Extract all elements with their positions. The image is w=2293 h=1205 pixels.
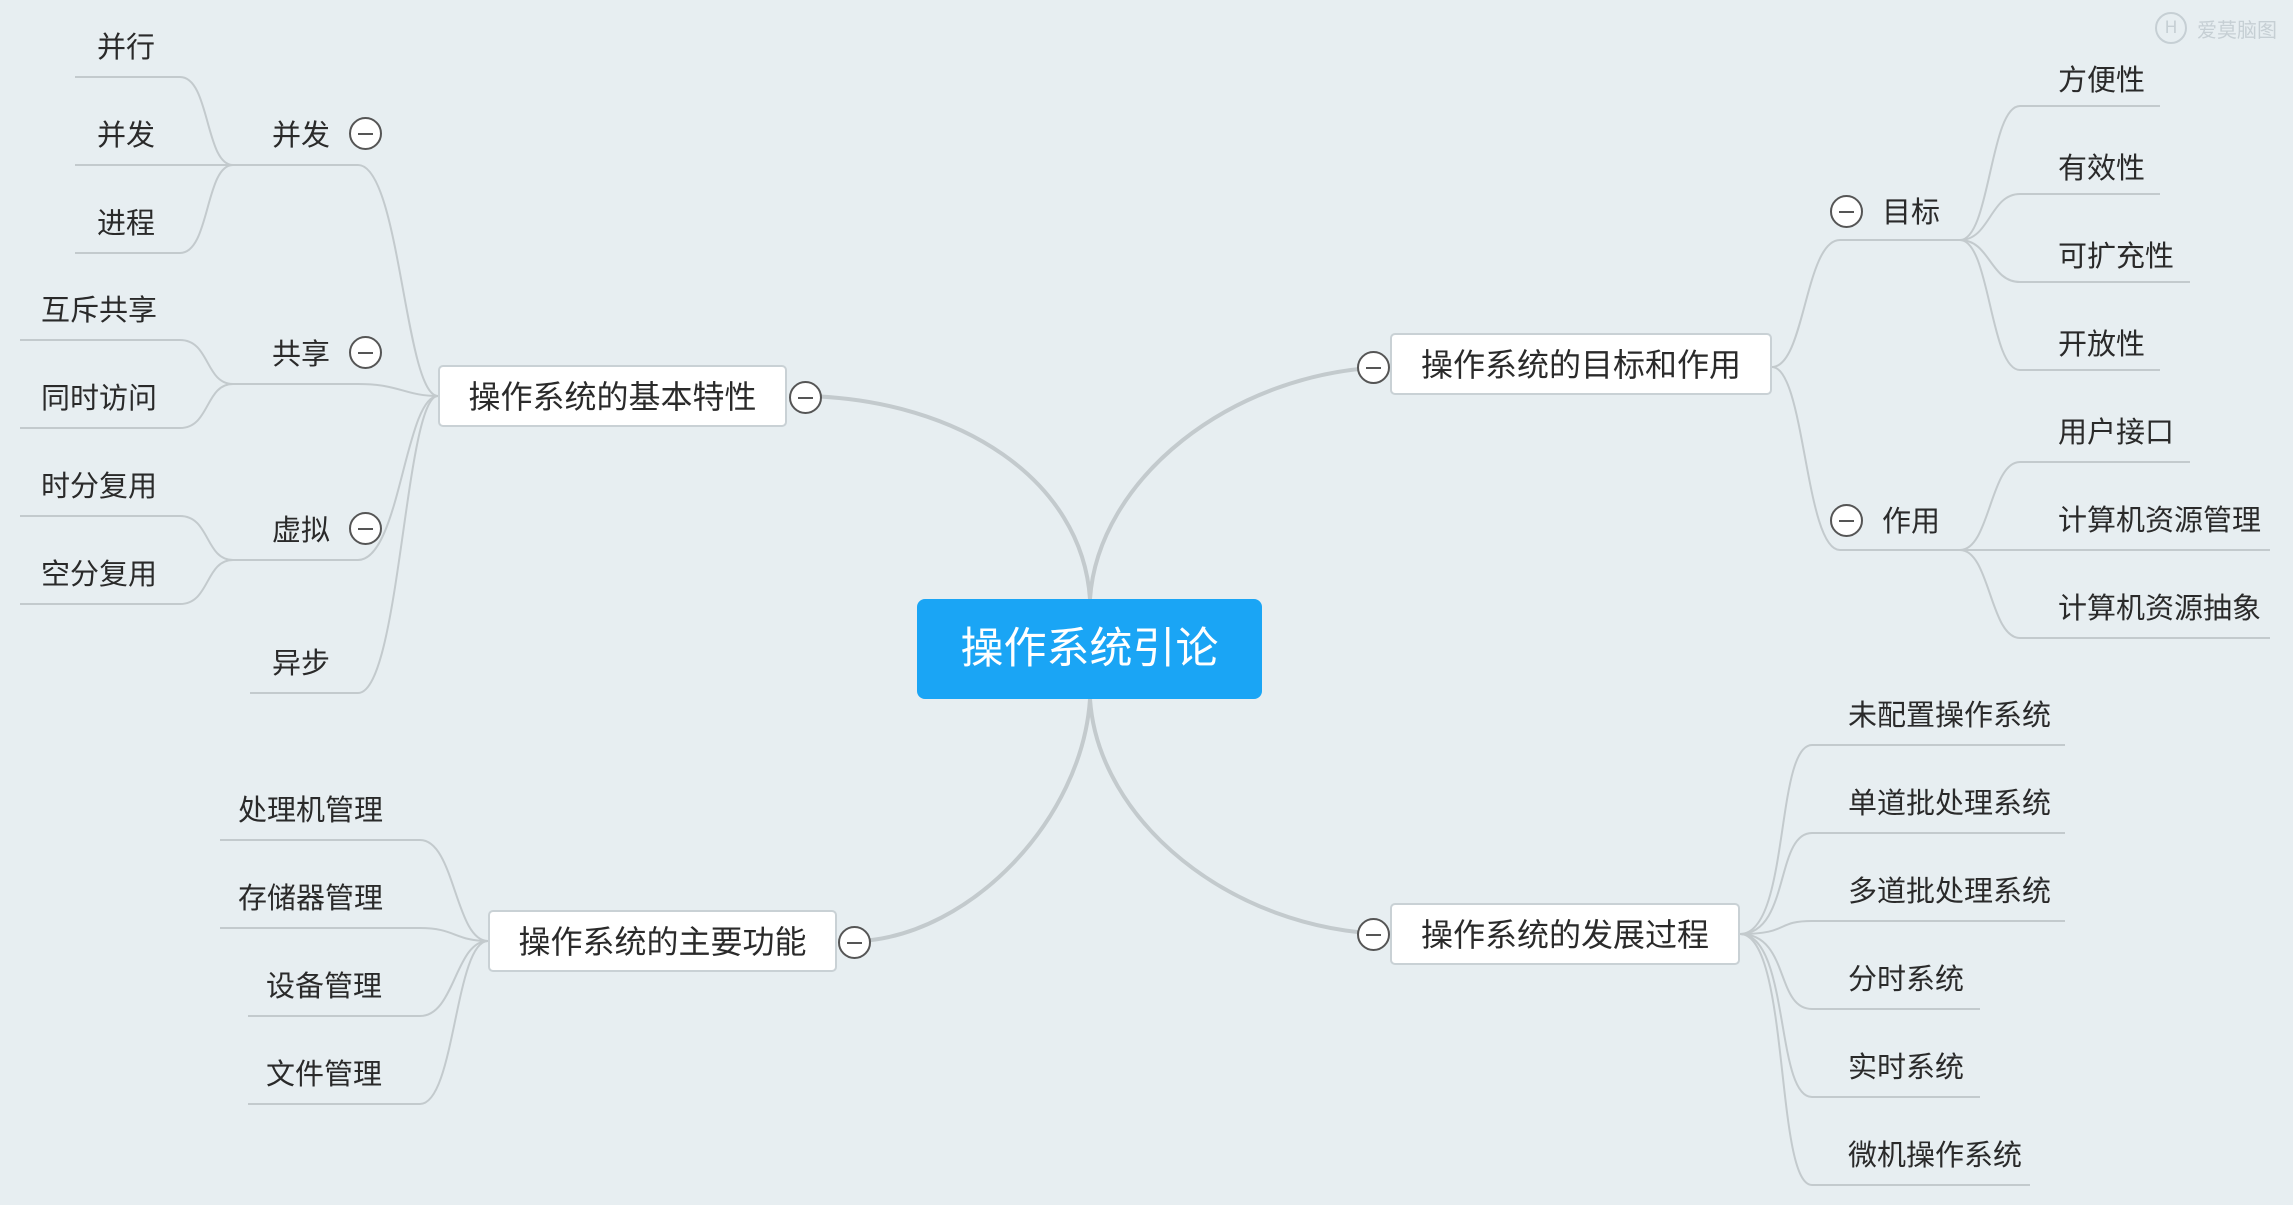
leaf-effectiveness[interactable]: 有效性: [2058, 151, 2146, 185]
collapse-toggle-sharing[interactable]: [349, 336, 382, 369]
subtopic-goals[interactable]: 目标: [1882, 195, 1941, 229]
leaf-processor-management[interactable]: 处理机管理: [238, 793, 384, 827]
leaf-user-interface[interactable]: 用户接口: [2058, 415, 2175, 449]
leaf-concurrent[interactable]: 并发: [97, 118, 156, 152]
collapse-toggle-roles[interactable]: [1830, 504, 1863, 537]
root-topic[interactable]: 操作系统引论: [917, 599, 1262, 699]
collapse-toggle-goals[interactable]: [1830, 195, 1863, 228]
collapse-toggle-basic-features[interactable]: [789, 381, 822, 414]
leaf-real-time[interactable]: 实时系统: [1848, 1050, 1965, 1084]
branch-development-history[interactable]: 操作系统的发展过程: [1390, 903, 1740, 965]
branch-basic-features[interactable]: 操作系统的基本特性: [438, 365, 787, 427]
leaf-convenience[interactable]: 方便性: [2058, 63, 2146, 97]
leaf-space-division[interactable]: 空分复用: [41, 557, 158, 591]
subtopic-virtual[interactable]: 虚拟: [272, 513, 331, 547]
subtopic-concurrency[interactable]: 并发: [272, 118, 331, 152]
subtopic-async[interactable]: 异步: [272, 646, 331, 680]
leaf-process[interactable]: 进程: [97, 206, 156, 240]
leaf-no-os[interactable]: 未配置操作系统: [1848, 698, 2052, 732]
branch-main-functions[interactable]: 操作系统的主要功能: [488, 910, 837, 972]
leaf-multi-batch[interactable]: 多道批处理系统: [1848, 874, 2052, 908]
watermark-logo-icon: H: [2155, 12, 2187, 44]
leaf-file-management[interactable]: 文件管理: [266, 1057, 383, 1091]
branch-goals-roles[interactable]: 操作系统的目标和作用: [1390, 333, 1772, 395]
leaf-memory-management[interactable]: 存储器管理: [238, 881, 384, 915]
leaf-device-management[interactable]: 设备管理: [266, 969, 383, 1003]
leaf-microcomputer-os[interactable]: 微机操作系统: [1848, 1138, 2023, 1172]
leaf-extensibility[interactable]: 可扩充性: [2058, 239, 2175, 273]
leaf-time-sharing[interactable]: 分时系统: [1848, 962, 1965, 996]
collapse-toggle-virtual[interactable]: [349, 512, 382, 545]
leaf-time-division[interactable]: 时分复用: [41, 469, 158, 503]
subtopic-roles[interactable]: 作用: [1882, 504, 1941, 538]
leaf-openness[interactable]: 开放性: [2058, 327, 2146, 361]
leaf-resource-management[interactable]: 计算机资源管理: [2058, 503, 2262, 537]
leaf-resource-abstraction[interactable]: 计算机资源抽象: [2058, 591, 2262, 625]
leaf-parallel[interactable]: 并行: [97, 30, 156, 64]
collapse-toggle-concurrency[interactable]: [349, 117, 382, 150]
leaf-simultaneous-access[interactable]: 同时访问: [41, 381, 158, 415]
leaf-single-batch[interactable]: 单道批处理系统: [1848, 786, 2052, 820]
collapse-toggle-goals-roles[interactable]: [1357, 351, 1390, 384]
watermark-text: 爱莫脑图: [2197, 18, 2277, 42]
collapse-toggle-main-functions[interactable]: [838, 926, 871, 959]
collapse-toggle-history[interactable]: [1357, 918, 1390, 951]
subtopic-sharing[interactable]: 共享: [272, 337, 331, 371]
leaf-mutex-sharing[interactable]: 互斥共享: [41, 293, 158, 327]
